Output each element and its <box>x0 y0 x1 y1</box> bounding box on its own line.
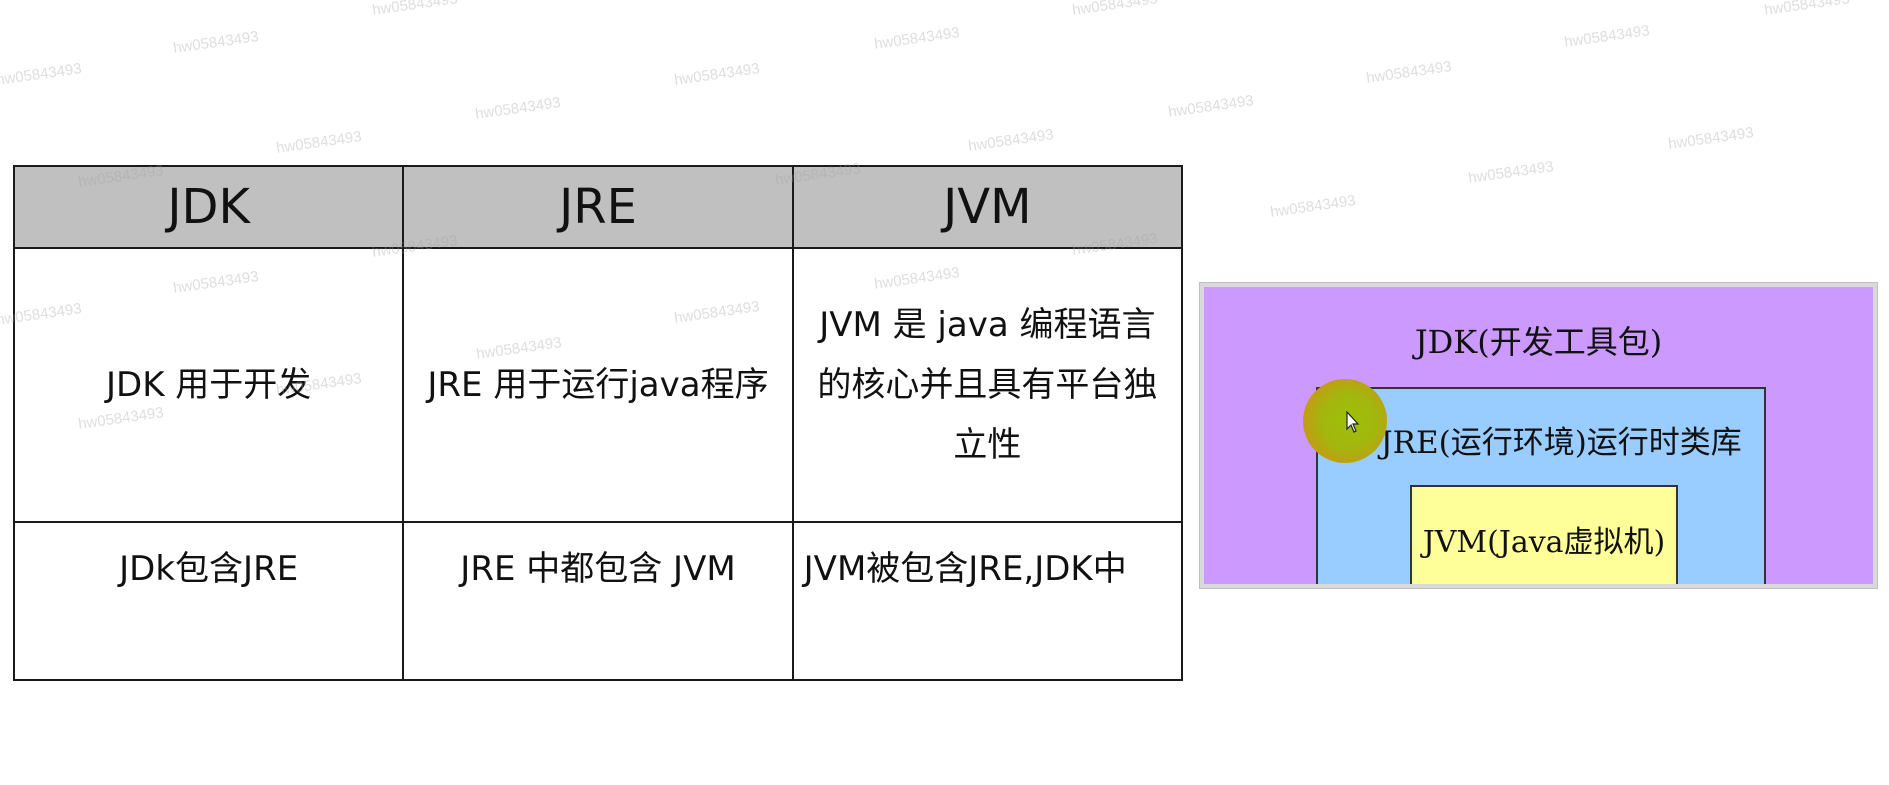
cell-jdk-contains: JDk包含JRE <box>12 521 405 681</box>
cell-jre-contains: JRE 中都包含 JVM <box>402 521 794 681</box>
watermark: hw05843493 <box>1763 0 1851 19</box>
watermark: hw05843493 <box>371 0 459 19</box>
header-jvm: JVM <box>791 165 1184 249</box>
watermark: hw05843493 <box>673 60 761 89</box>
cell-jvm-purpose: JVM 是 java 编程语言的核心并且具有平台独立性 <box>791 247 1184 523</box>
watermark: hw05843493 <box>275 128 363 157</box>
watermark: hw05843493 <box>1667 124 1755 153</box>
watermark: hw05843493 <box>1167 92 1255 121</box>
table-row: JDk包含JRE JRE 中都包含 JVM JVM被包含JRE,JDK中 <box>12 521 1184 681</box>
watermark: hw05843493 <box>1365 58 1453 87</box>
table-header-row: JDK JRE JVM <box>12 165 1184 249</box>
watermark: hw05843493 <box>172 28 260 57</box>
watermark: hw05843493 <box>474 94 562 123</box>
cell-jre-purpose: JRE 用于运行java程序 <box>402 247 794 523</box>
watermark: hw05843493 <box>0 60 83 89</box>
cell-jvm-contained: JVM被包含JRE,JDK中 <box>791 521 1184 681</box>
watermark: hw05843493 <box>1071 0 1159 19</box>
header-jre: JRE <box>402 165 794 249</box>
table-row: JDK 用于开发 JRE 用于运行java程序 JVM 是 java 编程语言的… <box>12 247 1184 523</box>
header-jdk: JDK <box>12 165 405 249</box>
mouse-pointer-icon <box>1346 411 1360 433</box>
jdk-jre-jvm-diagram: JDK(开发工具包) JRE(运行环境)运行时类库 JVM(Java虚拟机) <box>1200 283 1877 588</box>
jdk-label: JDK(开发工具包) <box>1414 323 1663 361</box>
watermark: hw05843493 <box>1467 158 1555 187</box>
jre-label: JRE(运行环境)运行时类库 <box>1380 425 1742 461</box>
watermark: hw05843493 <box>1563 22 1651 51</box>
watermark: hw05843493 <box>873 24 961 53</box>
cursor-highlight <box>1303 379 1387 463</box>
jre-box: JRE(运行环境)运行时类库 JVM(Java虚拟机) <box>1316 387 1766 584</box>
watermark: hw05843493 <box>1269 192 1357 221</box>
comparison-table: JDK JRE JVM JDK 用于开发 JRE 用于运行java程序 JVM … <box>12 165 1184 681</box>
watermark: hw05843493 <box>967 126 1055 155</box>
jvm-label: JVM(Java虚拟机) <box>1422 525 1666 560</box>
cell-jdk-purpose: JDK 用于开发 <box>12 247 405 523</box>
jvm-box: JVM(Java虚拟机) <box>1410 485 1678 584</box>
